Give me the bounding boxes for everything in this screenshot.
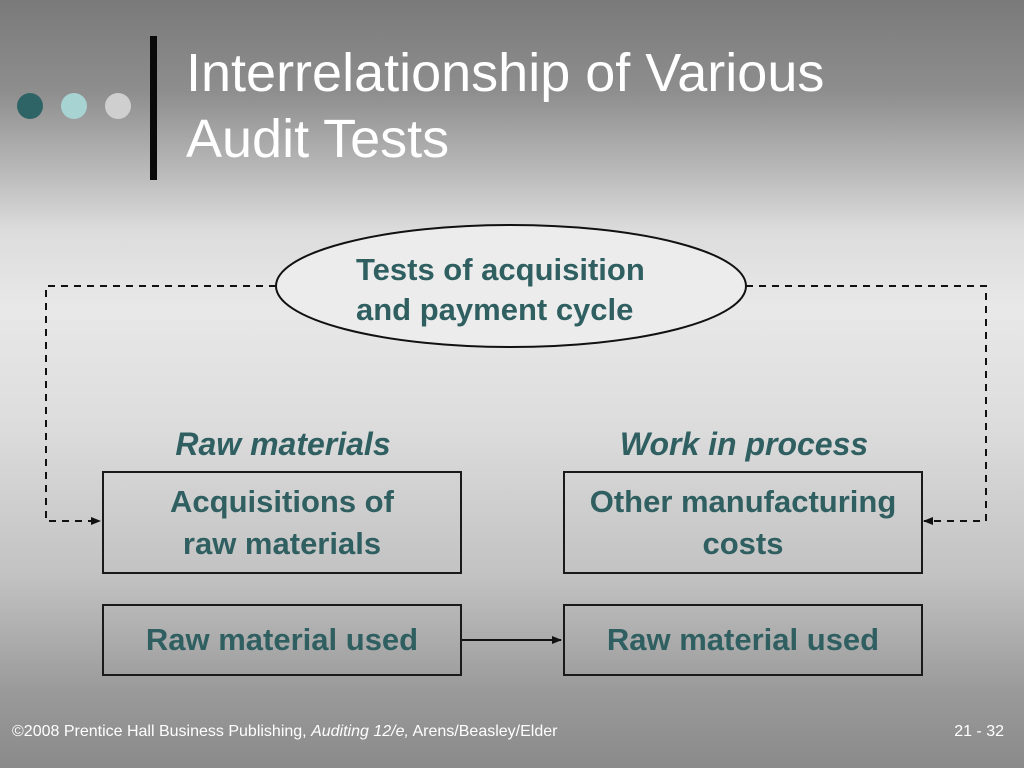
slide-title: Interrelationship of Various Audit Tests — [186, 40, 1006, 172]
ellipse-label: Tests of acquisition and payment cycle — [356, 250, 696, 330]
footer-authors: Arens/Beasley/Elder — [412, 723, 558, 740]
box-label: Raw material used — [606, 622, 880, 657]
ellipse-label-line-2: and payment cycle — [356, 292, 634, 327]
ellipse-label-line-1: Tests of acquisition — [356, 252, 645, 287]
box-acquisitions-of-raw-materials: Acquisitions of raw materials — [102, 471, 462, 574]
slide-title-line-1: Interrelationship of Various — [186, 43, 825, 103]
dot-light-teal — [61, 93, 87, 119]
box-label: Raw material used — [145, 622, 419, 657]
dot-dark-teal — [17, 93, 43, 119]
footer-page-number: 21 - 32 — [954, 723, 1004, 740]
box-other-manufacturing-costs: Other manufacturing costs — [563, 471, 923, 574]
footer-copyright: ©2008 Prentice Hall Business Publishing,… — [12, 723, 557, 741]
box-line-1: Other manufacturing — [589, 483, 897, 519]
box-line-1: Acquisitions of — [170, 483, 394, 519]
column-label-work-in-process: Work in process — [619, 426, 869, 462]
dot-grey — [105, 93, 131, 119]
column-label-raw-materials: Raw materials — [175, 426, 391, 462]
dashed-connector-right — [746, 285, 987, 525]
footer-book-title: Auditing 12/e, — [311, 723, 409, 740]
box-line-2: costs — [702, 525, 784, 561]
footer-copyright-text: ©2008 Prentice Hall Business Publishing, — [12, 723, 307, 740]
slide-title-line-2: Audit Tests — [186, 109, 450, 169]
box-raw-material-used-right: Raw material used — [563, 604, 923, 676]
box-raw-material-used-left: Raw material used — [102, 604, 462, 676]
box-line-2: raw materials — [182, 525, 382, 561]
title-divider-bar — [150, 36, 157, 180]
